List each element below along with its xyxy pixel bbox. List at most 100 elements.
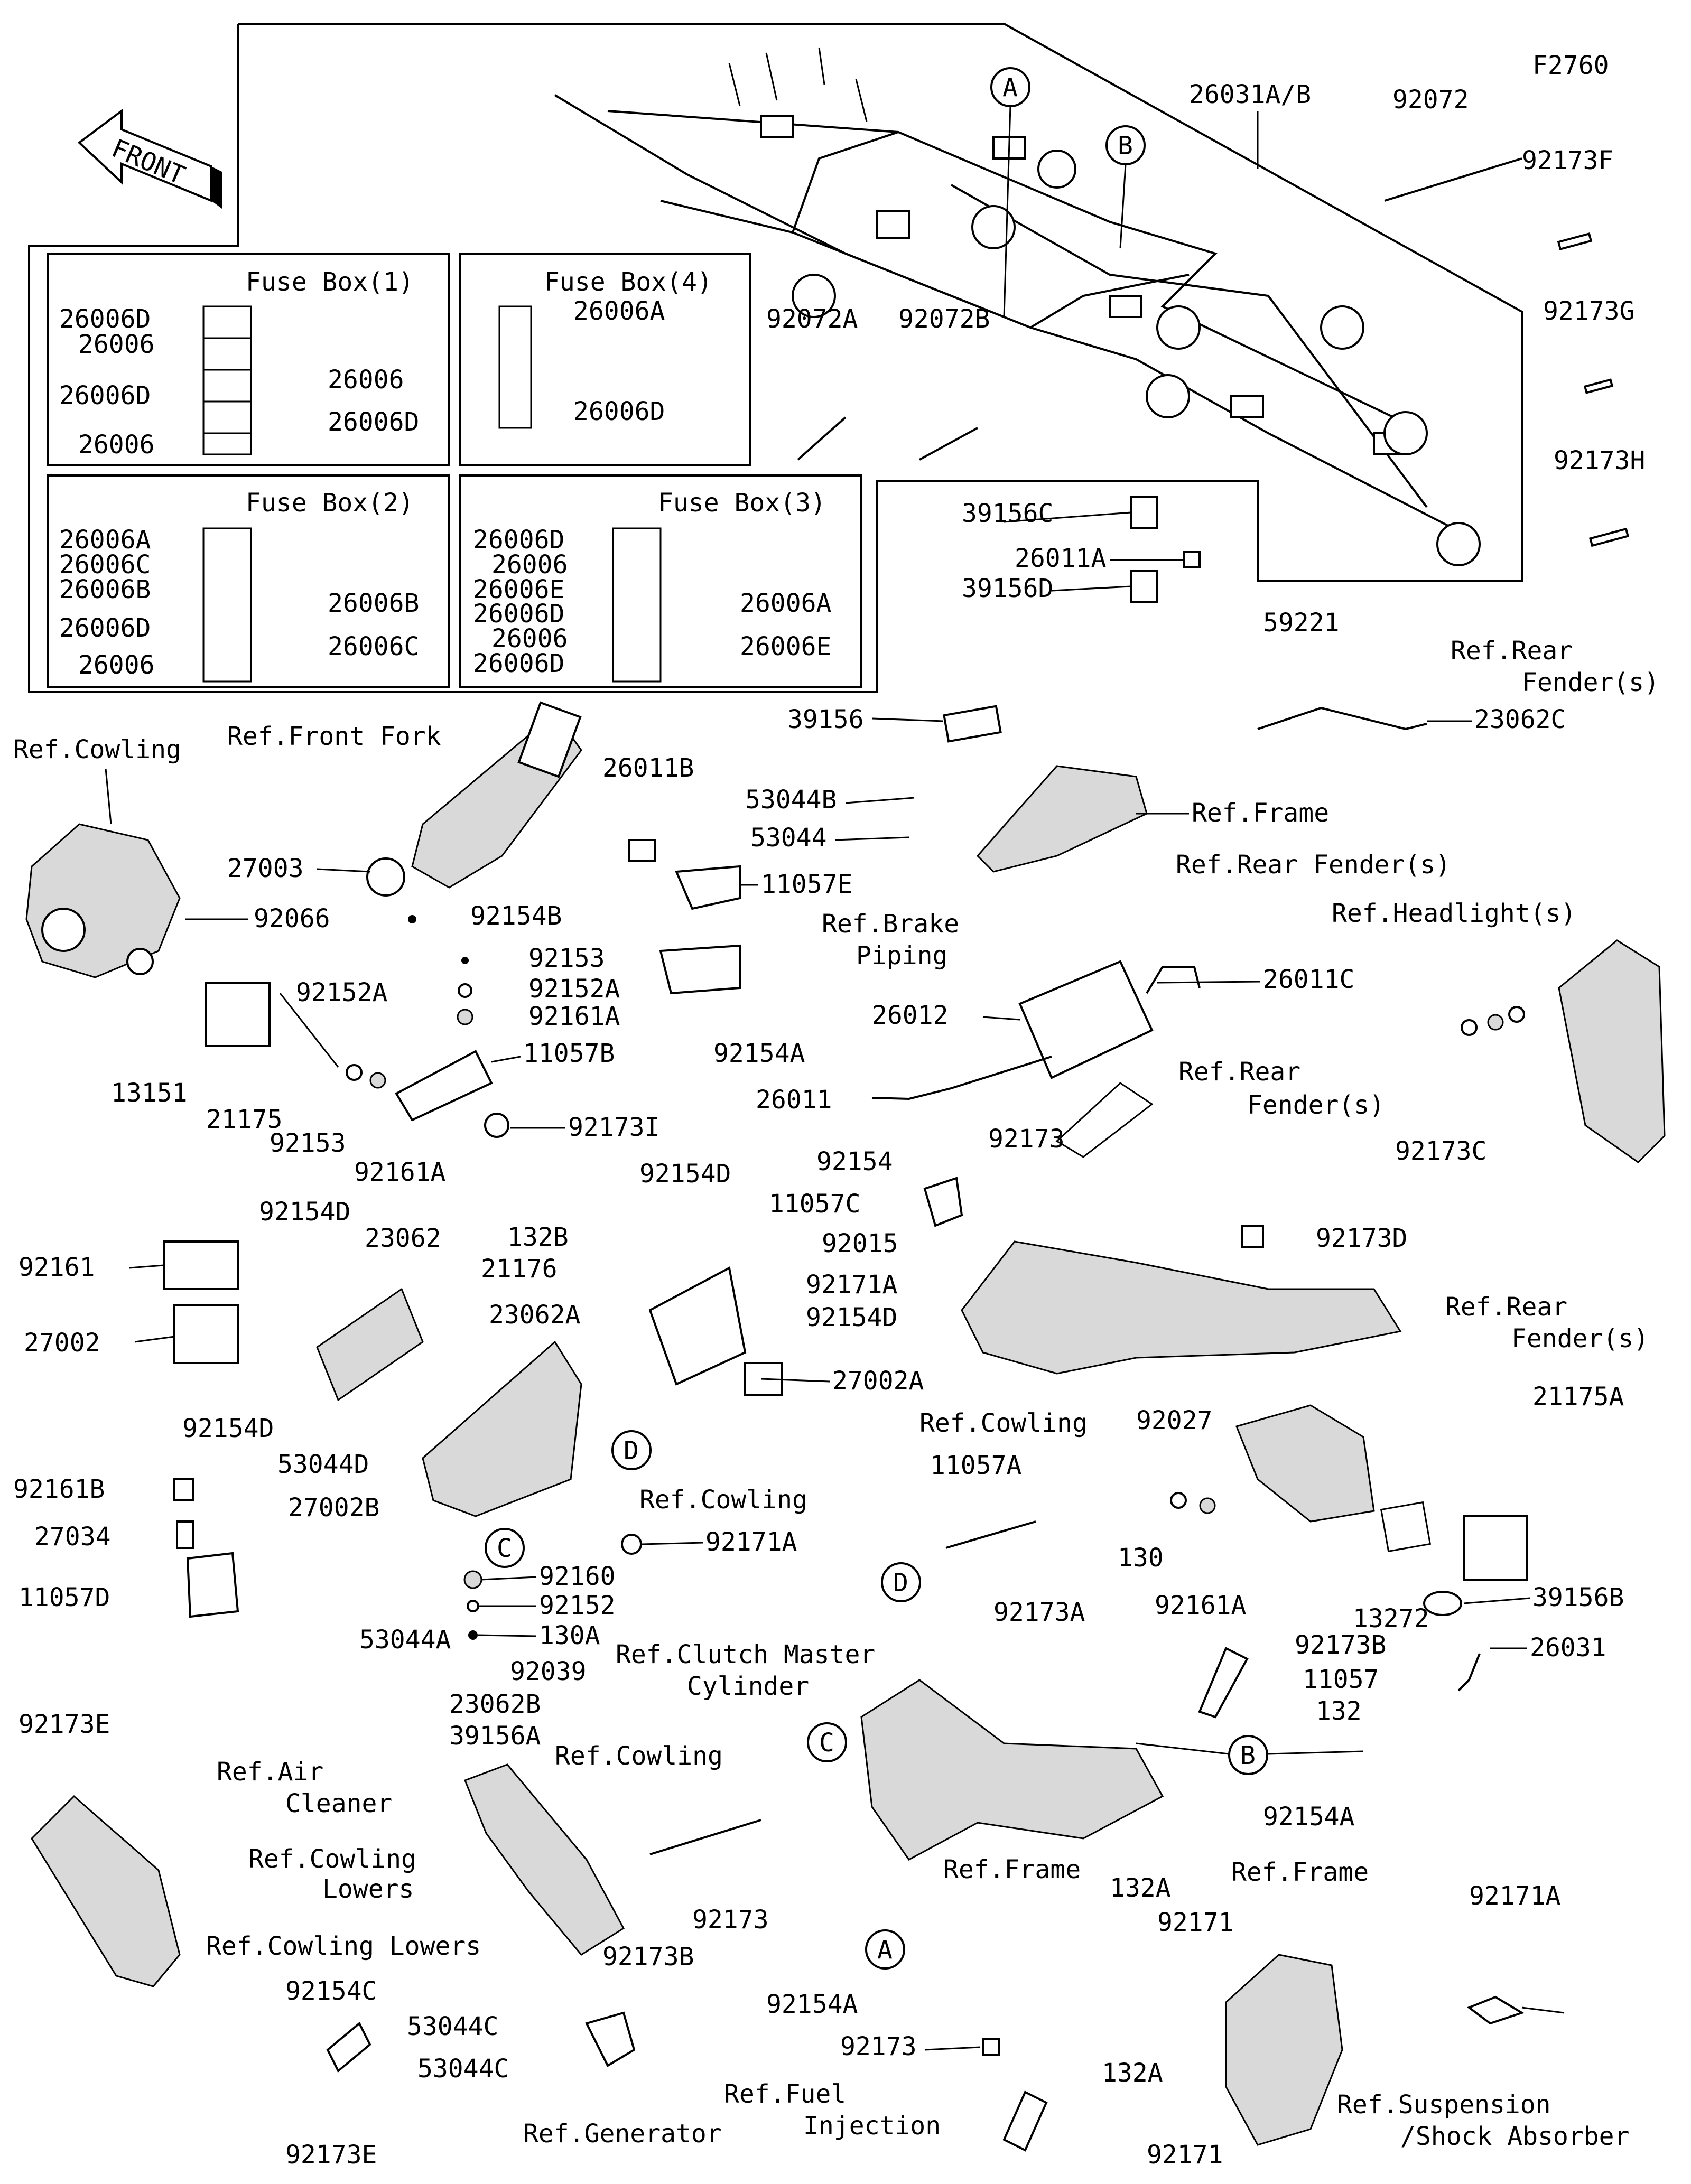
label-92171-a: 92171 bbox=[1157, 1908, 1234, 1937]
figure-code: F2760 bbox=[1532, 51, 1609, 80]
label-92027: 92027 bbox=[1136, 1406, 1213, 1435]
label-92161a-3: 92161A bbox=[1155, 1591, 1246, 1620]
label-92152a-a: 92152A bbox=[528, 974, 620, 1004]
label-ref-cowling-3: Ref.Cowling bbox=[919, 1408, 1088, 1438]
label-ref-rear-fender-3: Ref.Rear bbox=[1178, 1057, 1300, 1087]
label-92173b-1: 92173B bbox=[1295, 1630, 1386, 1660]
cowling-bracket bbox=[25, 823, 181, 978]
gasket-13272 bbox=[1380, 1501, 1432, 1553]
label-53044a: 53044A bbox=[359, 1625, 451, 1655]
label-11057a: 11057A bbox=[930, 1451, 1021, 1480]
label-27034: 27034 bbox=[34, 1522, 111, 1552]
air-cleaner-plate bbox=[464, 1763, 625, 1956]
fuse-box-2: Fuse Box(2) 26006A 26006C 26006B 26006D … bbox=[47, 474, 450, 688]
label-92154d-1: 92154D bbox=[639, 1159, 731, 1189]
label-92161a-a: 92161A bbox=[528, 1002, 620, 1031]
label-ref-suspension-b: /Shock Absorber bbox=[1400, 2122, 1629, 2151]
svg-text:26006D: 26006D bbox=[59, 381, 151, 410]
harness-plug bbox=[1037, 150, 1076, 189]
bracket-23062 bbox=[316, 1287, 424, 1402]
label-92072a: 92072A bbox=[766, 304, 858, 334]
svg-text:26006: 26006 bbox=[328, 365, 404, 395]
nut-92173i bbox=[484, 1113, 509, 1138]
cowling-lowers-bracket bbox=[31, 1795, 181, 1987]
label-53044: 53044 bbox=[750, 823, 827, 853]
label-ref-fuel: Ref.Fuel bbox=[724, 2079, 846, 2109]
svg-text:C: C bbox=[497, 1534, 512, 1563]
label-13272: 13272 bbox=[1353, 1604, 1429, 1634]
circle-ref-d-left: D bbox=[611, 1430, 652, 1470]
label-23062b: 23062B bbox=[449, 1690, 541, 1719]
part-27034 bbox=[176, 1520, 194, 1549]
harness-plug bbox=[1383, 411, 1428, 455]
label-92072: 92072 bbox=[1392, 85, 1469, 115]
bracket-92171a-3 bbox=[1466, 1995, 1525, 2025]
harness-connector bbox=[760, 115, 794, 138]
nut-92173-c bbox=[982, 2038, 1000, 2056]
fuse-box-1: Fuse Box(1) 26006D 26006 26006D 26006 26… bbox=[47, 253, 450, 466]
label-ref-rear-fender-4b: Fender(s) bbox=[1511, 1324, 1649, 1354]
svg-text:C: C bbox=[819, 1728, 834, 1758]
label-92154a-1: 92154A bbox=[713, 1039, 805, 1068]
part-92161b bbox=[173, 1478, 194, 1501]
label-26011b: 26011B bbox=[602, 753, 694, 783]
label-92171a-3: 92171A bbox=[1469, 1881, 1560, 1911]
cowling-lamp bbox=[41, 908, 86, 952]
cable-59221 bbox=[1257, 706, 1427, 731]
label-92015: 92015 bbox=[822, 1229, 898, 1258]
main-bracket bbox=[422, 1340, 582, 1517]
harness-connector bbox=[876, 210, 910, 239]
svg-text:26006B: 26006B bbox=[328, 589, 419, 618]
bracket-11057b bbox=[395, 1050, 493, 1122]
label-59221: 59221 bbox=[1263, 608, 1340, 638]
main-frame bbox=[860, 1679, 1164, 1861]
label-ref-cowling-1: Ref.Cowling bbox=[13, 735, 181, 764]
label-ref-cowling-4: Ref.Cowling bbox=[555, 1741, 723, 1771]
label-92154a-2: 92154A bbox=[1263, 1802, 1354, 1832]
label-92173f: 92173F bbox=[1522, 146, 1613, 175]
label-13151: 13151 bbox=[111, 1078, 188, 1108]
label-11057e: 11057E bbox=[761, 870, 852, 899]
svg-text:D: D bbox=[624, 1436, 639, 1466]
label-132a-1: 132A bbox=[1110, 1873, 1171, 1903]
label-27002b: 27002B bbox=[288, 1493, 379, 1523]
cable-tie-92072 bbox=[1384, 157, 1522, 202]
svg-text:Fuse Box(4): Fuse Box(4) bbox=[544, 267, 712, 297]
svg-text:26006D: 26006D bbox=[59, 304, 151, 334]
label-92153-b: 92153 bbox=[270, 1128, 346, 1158]
harness-connector bbox=[1230, 395, 1264, 418]
label-ref-air: Ref.Air bbox=[217, 1757, 323, 1787]
circle-ref-c-mid: C bbox=[807, 1722, 847, 1762]
label-92173h: 92173H bbox=[1554, 446, 1645, 475]
nut-92173d bbox=[1241, 1225, 1264, 1248]
label-92154d-2: 92154D bbox=[259, 1197, 350, 1227]
label-92154d-4: 92154D bbox=[182, 1414, 274, 1443]
svg-text:26006C: 26006C bbox=[328, 632, 419, 661]
bracket-92154c bbox=[326, 2021, 371, 2073]
part-39156b bbox=[1423, 1591, 1462, 1616]
label-92154c: 92154C bbox=[285, 1976, 377, 2006]
svg-text:26006D: 26006D bbox=[473, 599, 564, 629]
label-26012: 26012 bbox=[872, 1001, 949, 1030]
rear-fender-assembly bbox=[961, 1240, 1402, 1375]
svg-text:B: B bbox=[1118, 131, 1133, 161]
label-92160: 92160 bbox=[539, 1562, 616, 1591]
label-27002a: 27002A bbox=[832, 1366, 924, 1396]
label-92173e-2: 92173E bbox=[285, 2140, 377, 2170]
band-92173g bbox=[1583, 378, 1614, 394]
harness-connector bbox=[1109, 295, 1142, 318]
bracket-11057 bbox=[1198, 1647, 1249, 1719]
label-ref-frame-1: Ref.Frame bbox=[1192, 798, 1329, 828]
label-ref-rear-fender-4: Ref.Rear bbox=[1445, 1292, 1567, 1322]
label-92173i: 92173I bbox=[568, 1113, 659, 1142]
label-92173-b: 92173 bbox=[692, 1905, 769, 1935]
label-92039: 92039 bbox=[510, 1657, 587, 1686]
svg-text:26006A: 26006A bbox=[59, 525, 151, 555]
svg-text:26006B: 26006B bbox=[59, 575, 151, 604]
label-11057c: 11057C bbox=[769, 1189, 860, 1219]
label-ref-air-b: Cleaner bbox=[285, 1789, 392, 1818]
part-92161 bbox=[163, 1240, 239, 1290]
circle-ref-c-left: C bbox=[485, 1528, 525, 1568]
label-21175: 21175 bbox=[206, 1105, 283, 1134]
label-92173d: 92173D bbox=[1316, 1224, 1407, 1253]
